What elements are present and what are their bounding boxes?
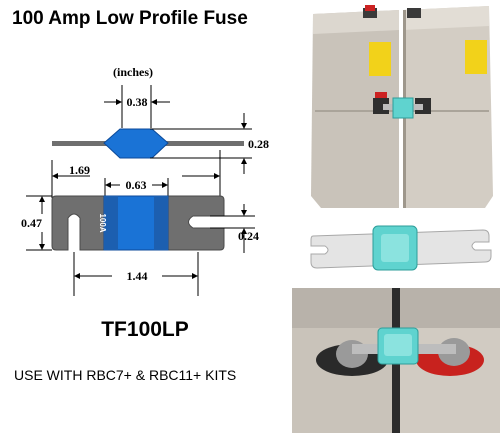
dim-overall-length: 1.69 bbox=[69, 163, 90, 177]
dim-hole-spacing: 1.44 bbox=[127, 269, 148, 283]
part-number: TF100LP bbox=[101, 318, 189, 341]
battery-pair-photo bbox=[303, 0, 500, 212]
dim-slot-width: 0.24 bbox=[238, 229, 259, 243]
usage-note: USE WITH RBC7+ & RBC11+ KITS bbox=[14, 367, 237, 383]
dim-element-length: 0.63 bbox=[126, 178, 147, 192]
units-label: (inches) bbox=[113, 65, 153, 79]
installed-fuse-photo bbox=[292, 288, 500, 433]
dim-height: 0.47 bbox=[21, 216, 42, 230]
dim-thickness: 0.28 bbox=[248, 137, 269, 151]
page-title: 100 Amp Low Profile Fuse bbox=[12, 8, 248, 29]
dim-body-width: 0.38 bbox=[127, 95, 148, 109]
fuse-dimension-diagram: (inches) 0.38 0.28 1.69 0.63 100A 0.47 0… bbox=[21, 65, 269, 296]
fuse-body-edge bbox=[104, 196, 118, 250]
fuse-body-edge bbox=[154, 196, 168, 250]
fuse-photo bbox=[303, 212, 500, 285]
fuse-marking: 100A bbox=[98, 213, 107, 232]
fuse-body-side-view bbox=[103, 128, 169, 159]
